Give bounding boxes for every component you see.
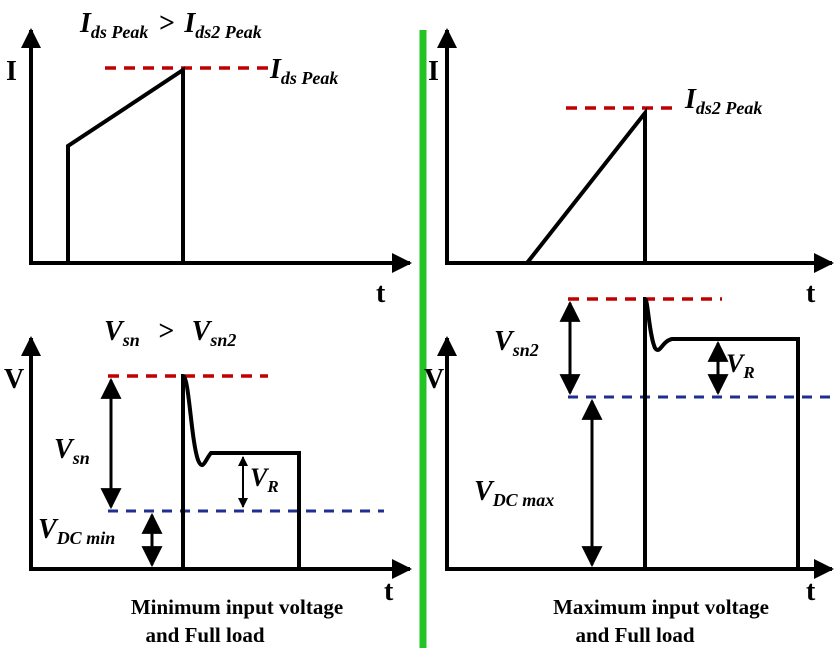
drain-current-waveform — [525, 107, 647, 265]
bottom-right-voltage-plot: V t Vsn2 VR VDC max Maximum input voltag… — [424, 296, 837, 647]
vsn-label: Vsn — [54, 434, 90, 468]
caption-line-2: and Full load — [575, 623, 694, 647]
bottom-left-voltage-plot: V t Vsn>Vsn2 Vsn VR VDC min Minimum inpu… — [4, 316, 412, 647]
drain-voltage-waveform — [447, 296, 820, 571]
caption-line-2: and Full load — [145, 623, 264, 647]
y-axis-label: I — [6, 56, 17, 87]
caption-line-1: Maximum input voltage — [553, 595, 769, 619]
top-left-current-plot: I t Ids Peak>Ids2 Peak Ids Peak — [6, 8, 412, 309]
caption-line-1: Minimum input voltage — [131, 595, 343, 619]
x-axis-label: t — [376, 278, 386, 309]
peak-label: Ids Peak — [269, 54, 338, 88]
snubber-voltage-comparison: Vsn>Vsn2 — [104, 316, 236, 350]
drain-current-waveform — [66, 66, 185, 263]
y-axis-label: V — [4, 364, 24, 395]
y-axis-label: I — [428, 56, 439, 87]
x-axis-label: t — [806, 576, 816, 607]
drain-voltage-waveform — [31, 373, 380, 571]
peak-label: Ids2 Peak — [684, 84, 762, 118]
top-right-current-plot: I t Ids2 Peak — [428, 28, 834, 309]
x-axis-label: t — [384, 576, 394, 607]
vr-label: VR — [250, 463, 279, 496]
vr-label: VR — [726, 349, 755, 382]
vsn2-label: Vsn2 — [494, 326, 539, 360]
peak-comparison: Ids Peak>Ids2 Peak — [79, 8, 262, 42]
vdc-label: VDC max — [474, 476, 554, 510]
x-axis-label: t — [806, 278, 816, 309]
vdc-label: VDC min — [38, 514, 115, 548]
y-axis-label: V — [424, 364, 444, 395]
